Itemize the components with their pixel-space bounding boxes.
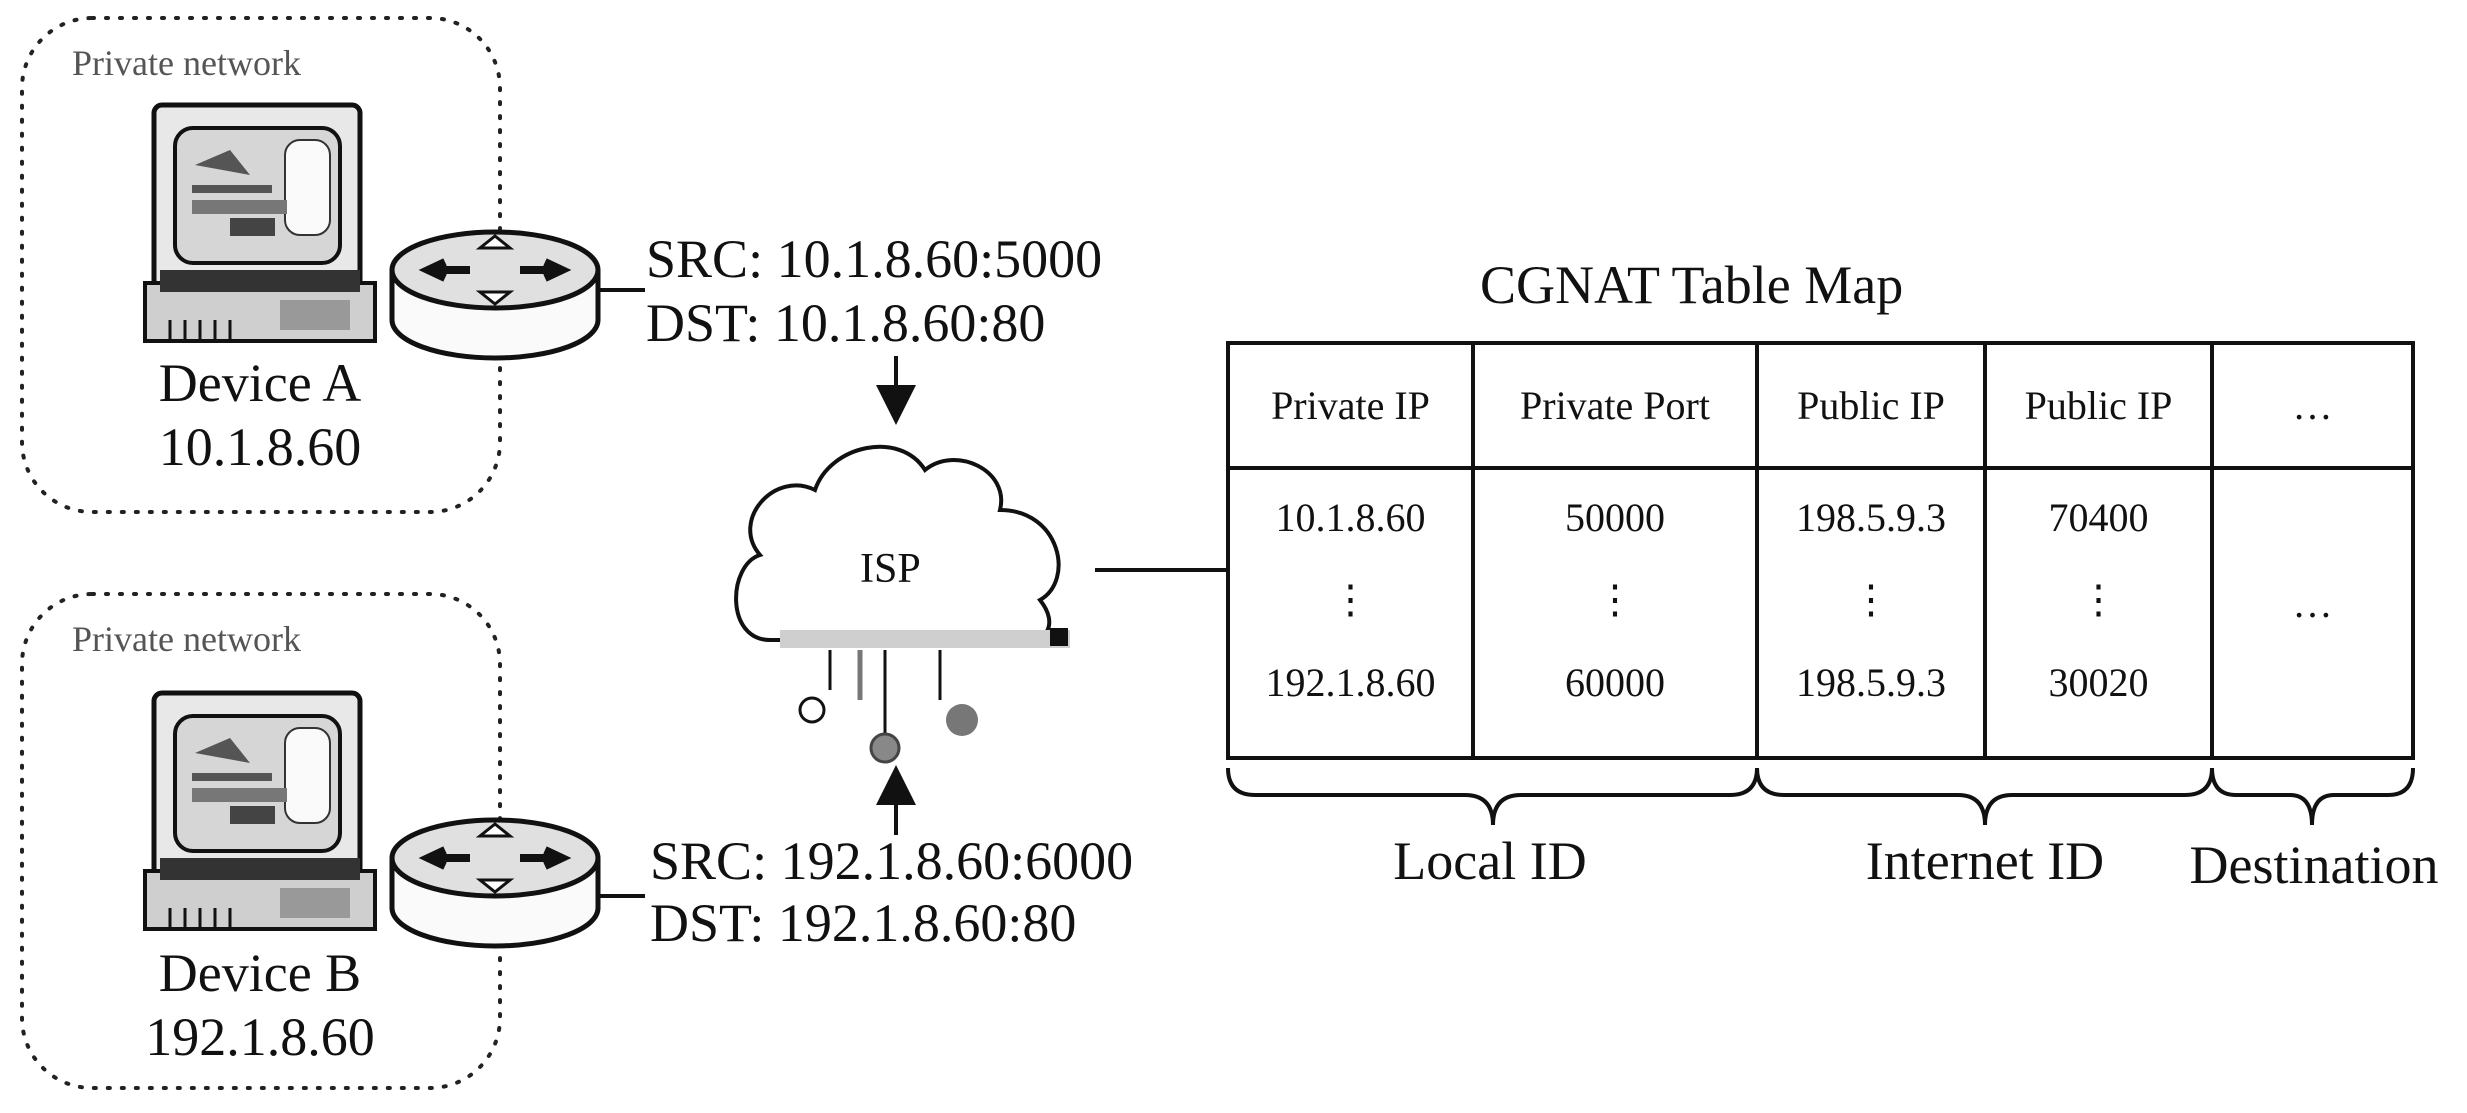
table-header: Public IP <box>2024 383 2173 428</box>
packet-a-dst: DST: 10.1.8.60:80 <box>646 293 1046 353</box>
table-cell: 70400 <box>2048 495 2149 540</box>
device-b-name: Device B <box>158 943 362 1003</box>
private-network-label: Private network <box>72 619 301 659</box>
isp-cloud-icon <box>734 444 1070 764</box>
computer-icon <box>143 102 377 343</box>
packet-a-src: SRC: 10.1.8.60:5000 <box>646 229 1103 289</box>
table-header: Private IP <box>1271 383 1430 428</box>
brace-internet-id <box>1755 767 2214 826</box>
table-header: Public IP <box>1797 383 1945 428</box>
table-header: … <box>2292 383 2333 428</box>
private-network-a-boundary <box>20 16 502 514</box>
device-a-name: Device A <box>158 353 362 413</box>
brace-destination <box>2210 767 2415 826</box>
table-cell: 30020 <box>2048 660 2149 705</box>
device-b-ip: 192.1.8.60 <box>145 1007 375 1067</box>
router-icon <box>389 817 601 949</box>
table-cell: ⋮ <box>1330 577 1371 622</box>
table-cell: 60000 <box>1565 660 1665 705</box>
computer-icon <box>143 690 377 931</box>
table-cell: 192.1.8.60 <box>1265 660 1436 705</box>
private-network-b-boundary <box>20 592 502 1090</box>
isp-label: ISP <box>860 546 921 592</box>
private-network-label: Private network <box>72 43 301 83</box>
packet-b-dst: DST: 192.1.8.60:80 <box>650 893 1077 953</box>
packet-b-src: SRC: 192.1.8.60:6000 <box>650 831 1134 891</box>
table-cell: 10.1.8.60 <box>1275 495 1426 540</box>
table-cell: ⋮ <box>1851 577 1891 622</box>
table-cell: 50000 <box>1565 495 1665 540</box>
device-a-ip: 10.1.8.60 <box>158 417 362 477</box>
table-cell: … <box>2292 581 2333 626</box>
table-header: Private Port <box>1520 383 1710 428</box>
table-cell: ⋮ <box>1595 577 1635 622</box>
router-icon <box>389 229 601 361</box>
brace-local-id <box>1226 767 1759 826</box>
table-cell: 198.5.9.3 <box>1796 495 1946 540</box>
table-cell: ⋮ <box>2078 577 2119 622</box>
group-label-internet-id: Internet ID <box>1865 831 2105 891</box>
table-title: CGNAT Table Map <box>1480 255 1904 315</box>
cgnat-table-grid <box>1226 341 2415 760</box>
group-label-destination: Destination <box>2189 835 2439 895</box>
table-cell: 198.5.9.3 <box>1796 660 1946 705</box>
group-label-local-id: Local ID <box>1393 831 1587 891</box>
